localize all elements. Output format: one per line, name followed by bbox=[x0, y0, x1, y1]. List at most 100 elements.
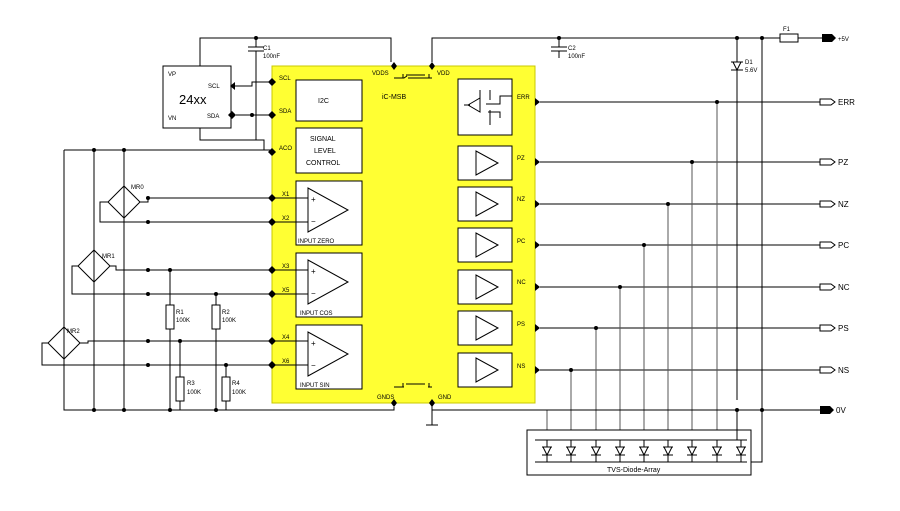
d1-value: 5.6V bbox=[745, 68, 757, 74]
bridge-icon bbox=[77, 249, 111, 283]
plus5v-connector bbox=[822, 34, 836, 42]
pin-scl: SCL bbox=[279, 76, 291, 82]
conn-err-label: ERR bbox=[838, 98, 855, 107]
pin-x6: X6 bbox=[282, 359, 290, 365]
aco-junctions bbox=[92, 148, 218, 412]
pin-err: ERR bbox=[517, 95, 530, 101]
r3-value: 100K bbox=[187, 390, 201, 396]
resistor-r4 bbox=[221, 376, 231, 402]
zener-d1 bbox=[731, 38, 743, 400]
r4-value: 100K bbox=[232, 390, 246, 396]
mr1-label: MR1 bbox=[102, 254, 115, 260]
bridge-icon bbox=[47, 326, 81, 360]
opamp-icon bbox=[307, 187, 350, 233]
r1-name: R1 bbox=[176, 310, 184, 316]
opamp-icon bbox=[307, 259, 350, 305]
opamp-minus-cos: − bbox=[311, 289, 316, 298]
capacitor-c2 bbox=[551, 38, 567, 58]
opamp-minus-zero: − bbox=[311, 217, 316, 226]
diode-icon bbox=[712, 440, 722, 462]
c2-name: C2 bbox=[568, 46, 576, 52]
opamp-plus-cos: + bbox=[311, 267, 316, 276]
driver-nz-block bbox=[457, 186, 513, 222]
input-zero-block bbox=[295, 180, 363, 246]
conn-ps-label: PS bbox=[838, 324, 849, 333]
tap-junctions bbox=[569, 100, 764, 412]
eeprom-sda-marker bbox=[228, 111, 236, 119]
driver-triangle-icon bbox=[475, 150, 500, 176]
r4-name: R4 bbox=[232, 381, 240, 387]
mr0-label: MR0 bbox=[131, 185, 144, 191]
tvs-supply-junction bbox=[760, 36, 764, 40]
input-cos-wires bbox=[272, 269, 308, 295]
pin-pz: PZ bbox=[517, 156, 525, 162]
err-driver-block bbox=[457, 78, 513, 136]
fuse-f1 bbox=[779, 33, 799, 43]
pin-vdd: VDD bbox=[437, 71, 450, 77]
driver-pz-block bbox=[457, 145, 513, 181]
resistor-r3 bbox=[175, 376, 185, 402]
conn-nc-label: NC bbox=[838, 283, 850, 292]
pin-gnds: GNDS bbox=[377, 395, 394, 401]
pin-x4: X4 bbox=[282, 335, 290, 341]
mr2-junction-a bbox=[146, 339, 150, 343]
conn-nz-label: NZ bbox=[838, 200, 849, 209]
tvs-diodes bbox=[542, 440, 746, 462]
driver-triangle-icon bbox=[475, 357, 500, 383]
i2c-block bbox=[295, 79, 363, 122]
c2-value: 100nF bbox=[568, 54, 585, 60]
capacitor-c1 bbox=[248, 38, 265, 150]
mr0-junction-a bbox=[146, 196, 150, 200]
mr2-junction-b bbox=[146, 363, 150, 367]
pin-pc: PC bbox=[517, 239, 526, 245]
diode-icon bbox=[566, 440, 576, 462]
d1-name: D1 bbox=[745, 60, 753, 66]
input-sin-label: INPUT SIN bbox=[300, 383, 330, 389]
slc-line2: LEVEL bbox=[314, 148, 336, 155]
plus5v-label: +5V bbox=[838, 37, 849, 43]
tvs-diode-array bbox=[526, 429, 752, 476]
mr1-junction-a bbox=[146, 268, 150, 272]
pin-ns: NS bbox=[517, 364, 525, 370]
eeprom-vn-wire bbox=[199, 128, 264, 141]
input-sin-wires bbox=[272, 340, 308, 366]
i2c-label: I2C bbox=[318, 98, 329, 105]
diode-icon bbox=[639, 440, 649, 462]
eeprom-scl: SCL bbox=[208, 84, 220, 90]
diode-icon bbox=[736, 440, 746, 462]
sda-junction bbox=[250, 113, 254, 117]
pin-nc: NC bbox=[517, 280, 526, 286]
mr1-x3-wire bbox=[110, 265, 272, 271]
pin-x3: X3 bbox=[282, 264, 290, 270]
err-connector bbox=[819, 98, 836, 106]
r3-name: R3 bbox=[187, 381, 195, 387]
driver-nc-block bbox=[457, 269, 513, 305]
diode-icon bbox=[542, 440, 552, 462]
slc-line3: CONTROL bbox=[306, 160, 340, 167]
mr0-junction-b bbox=[146, 220, 150, 224]
zero-v-connector bbox=[820, 406, 834, 414]
driver-pc-block bbox=[457, 227, 513, 263]
eeprom-vp: VP bbox=[168, 72, 176, 78]
pin-vdds-marker bbox=[391, 62, 397, 70]
pz-connector bbox=[819, 158, 836, 166]
opamp-plus-zero: + bbox=[311, 195, 316, 204]
pin-sda: SDA bbox=[279, 109, 291, 115]
eeprom-scl-marker bbox=[230, 82, 235, 90]
vdd-rail-wire bbox=[431, 37, 780, 62]
pin-gnd: GND bbox=[438, 395, 452, 401]
pin-aco: ACO bbox=[279, 146, 292, 152]
diode-icon bbox=[663, 440, 673, 462]
conn-pc-label: PC bbox=[838, 241, 849, 250]
opamp-plus-sin: + bbox=[311, 339, 316, 348]
chip-name: iC-MSB bbox=[382, 94, 406, 101]
pin-x1: X1 bbox=[282, 192, 290, 198]
pin-nz: NZ bbox=[517, 197, 525, 203]
pin-vdds: VDDS bbox=[372, 71, 389, 77]
nc-connector bbox=[819, 283, 836, 291]
diode-icon bbox=[591, 440, 601, 462]
c1-junction bbox=[254, 36, 258, 40]
output-wires bbox=[540, 101, 820, 371]
input-sin-block bbox=[295, 324, 363, 390]
